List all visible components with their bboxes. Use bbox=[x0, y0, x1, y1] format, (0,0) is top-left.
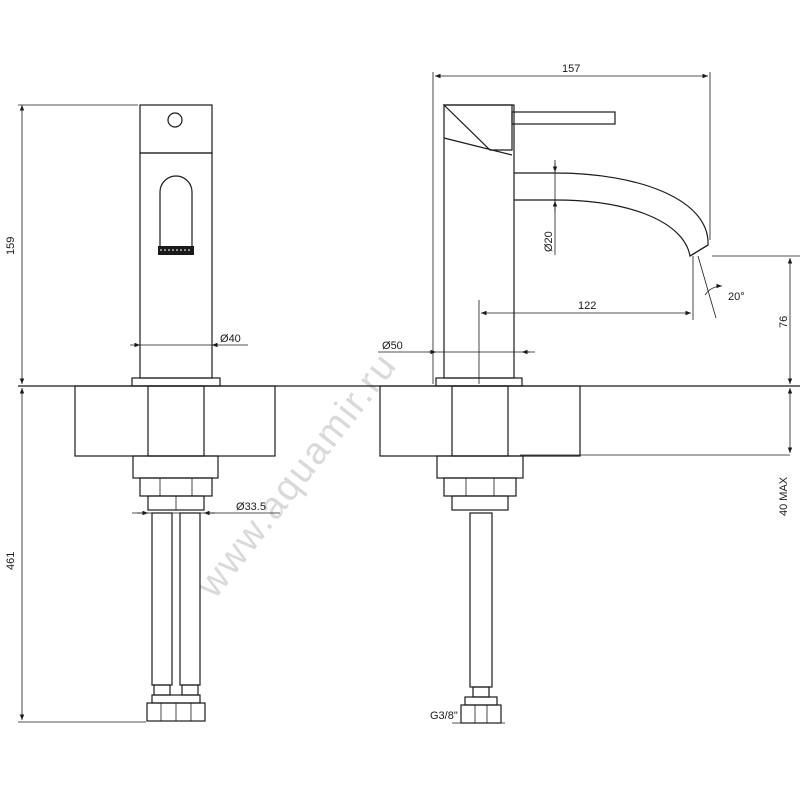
dim-base-diameter: Ø50 bbox=[382, 340, 403, 352]
dim-counter-max: 40 MAX bbox=[778, 476, 790, 516]
dim-total-length: 157 bbox=[562, 63, 580, 75]
front-dimensions: 159 461 Ø40 Ø33.5 bbox=[5, 104, 280, 723]
countertop bbox=[18, 385, 800, 457]
dim-spout-diameter: Ø20 bbox=[543, 231, 555, 252]
dim-hose-diameter: Ø33.5 bbox=[236, 501, 266, 513]
watermark: www.aquamir.ru bbox=[188, 345, 405, 607]
dim-hose-thread: G3/8" bbox=[430, 710, 458, 722]
side-dimensions: 157 Ø20 122 20° Ø50 76 40 MAX G3/8" bbox=[378, 63, 800, 724]
dim-spout-height: 76 bbox=[778, 316, 790, 328]
dim-hose-length: 461 bbox=[5, 552, 17, 570]
dim-body-diameter: Ø40 bbox=[220, 333, 241, 345]
front-view bbox=[131, 104, 221, 722]
dim-spout-reach: 122 bbox=[578, 300, 596, 312]
dim-front-height: 159 bbox=[5, 237, 17, 255]
dim-spout-angle: 20° bbox=[728, 291, 745, 303]
side-view bbox=[435, 104, 709, 724]
